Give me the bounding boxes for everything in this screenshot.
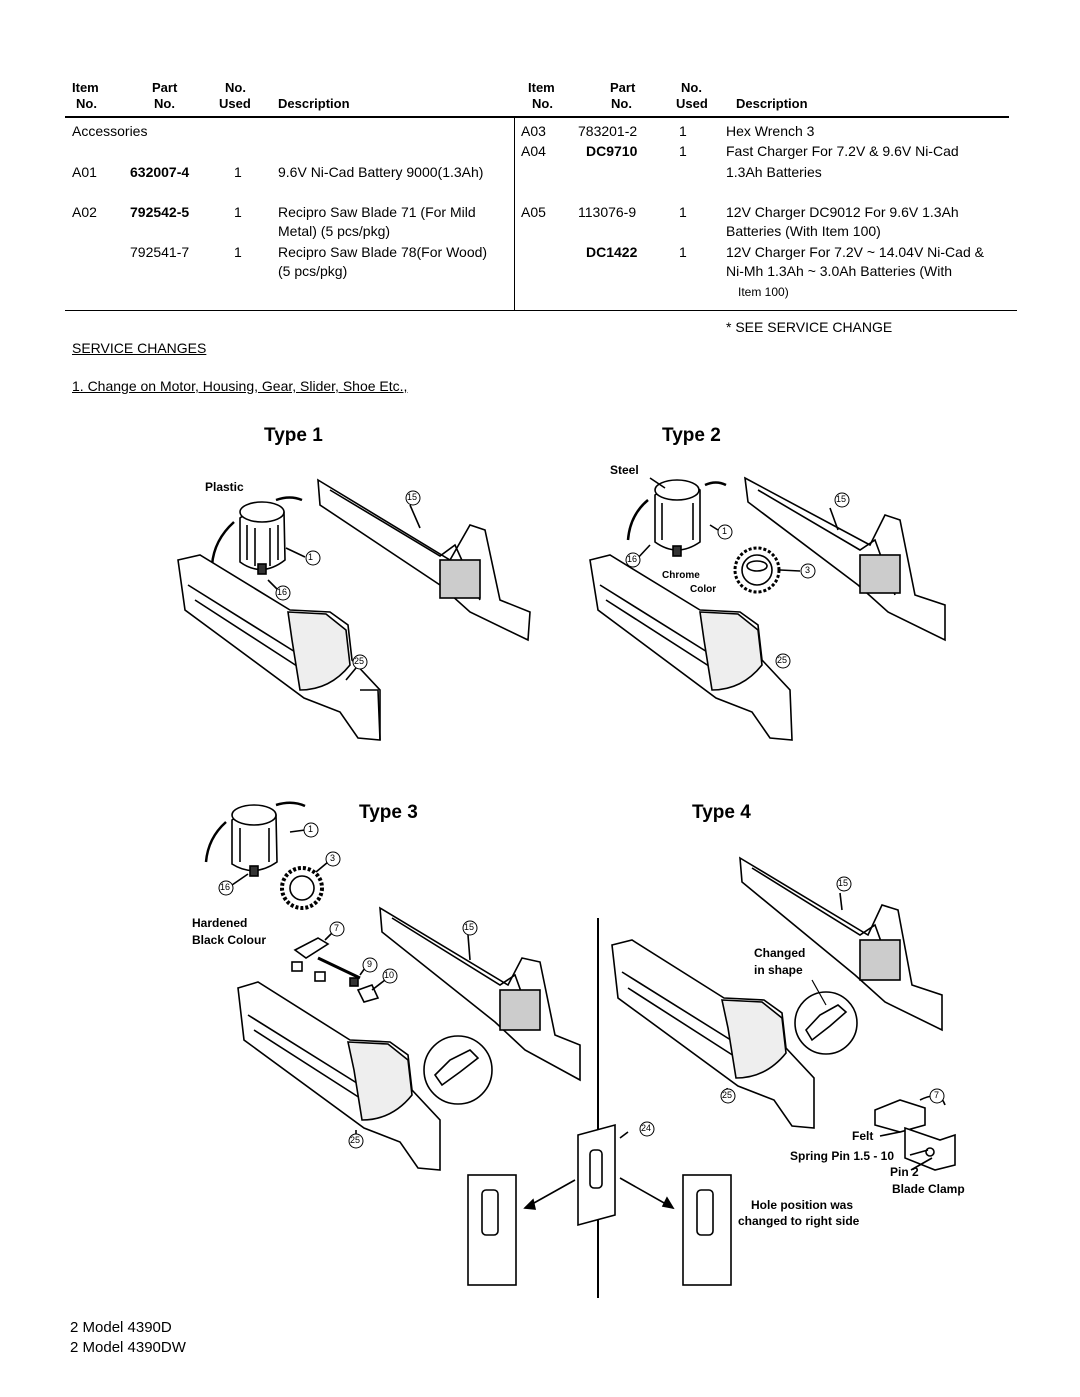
type4-spring-pin-label: Spring Pin 1.5 - 10 xyxy=(790,1149,895,1163)
qty-used: 1 xyxy=(679,143,687,159)
callout-7: 7 xyxy=(934,1090,940,1100)
header-no: No. xyxy=(681,80,702,95)
description: Recipro Saw Blade 78(For Wood) xyxy=(278,244,488,260)
callout-15: 15 xyxy=(407,492,418,502)
item-no: A05 xyxy=(521,204,546,220)
callout-3: 3 xyxy=(805,565,811,575)
header-part: Part xyxy=(152,80,178,95)
header-rule xyxy=(65,116,1009,118)
type4-hole-note-2: changed to right side xyxy=(738,1214,860,1228)
part-no: 783201-2 xyxy=(578,123,638,139)
qty-used: 1 xyxy=(234,244,242,260)
callout-1: 1 xyxy=(308,552,314,562)
description: 12V Charger DC9012 For 9.6V 1.3Ah xyxy=(726,204,959,220)
footer-model-1: 2 Model 4390D xyxy=(70,1319,172,1336)
header-description: Description xyxy=(736,96,808,111)
type2-chrome-label: Chrome xyxy=(662,570,700,581)
description: Item 100) xyxy=(738,285,789,299)
description: Metal) (5 pcs/pkg) xyxy=(278,223,391,239)
type2-steel-label: Steel xyxy=(610,463,639,477)
type4-hole-note-1: Hole position was xyxy=(751,1198,854,1212)
callout-10: 10 xyxy=(384,970,395,980)
description: 1.3Ah Batteries xyxy=(726,164,822,180)
description: 12V Charger For 7.2V ~ 14.04V Ni-Cad & xyxy=(726,244,984,260)
callout-25: 25 xyxy=(777,655,788,665)
description: Batteries (With Item 100) xyxy=(726,223,881,239)
item-no: A03 xyxy=(521,123,546,139)
column-divider xyxy=(514,118,515,311)
qty-used: 1 xyxy=(679,123,687,139)
description: Ni-Mh 1.3Ah ~ 3.0Ah Batteries (With xyxy=(726,263,953,279)
header-item-no: No. xyxy=(76,96,97,111)
type3-title: Type 3 xyxy=(359,802,418,823)
callout-16: 16 xyxy=(277,587,288,597)
header-used: Used xyxy=(676,96,708,111)
type4-blade-clamp-label: Blade Clamp xyxy=(892,1182,965,1196)
type3-black-colour-label: Black Colour xyxy=(192,933,267,947)
description: 9.6V Ni-Cad Battery 9000(1.3Ah) xyxy=(278,164,484,180)
description: Fast Charger For 7.2V & 9.6V Ni-Cad xyxy=(726,143,959,159)
type1-plastic-label: Plastic xyxy=(205,480,244,494)
type4-felt-label: Felt xyxy=(852,1129,874,1143)
type2-color-label: Color xyxy=(690,584,717,595)
type4-in-shape-label: in shape xyxy=(754,963,803,977)
item-no: A04 xyxy=(521,143,546,159)
type4-changed-label: Changed xyxy=(754,946,806,960)
type-divider xyxy=(597,918,599,1298)
header-part-no: No. xyxy=(154,96,175,111)
header-item-no: No. xyxy=(532,96,553,111)
part-no: 113076-9 xyxy=(578,204,637,220)
header-used: Used xyxy=(219,96,251,111)
callout-9: 9 xyxy=(367,959,373,969)
callout-25: 25 xyxy=(350,1135,361,1145)
description: Hex Wrench 3 xyxy=(726,123,815,139)
table-bottom-rule xyxy=(65,310,1017,311)
header-item: Item xyxy=(528,80,555,95)
part-no: 792542-5 xyxy=(130,204,190,220)
header-description: Description xyxy=(278,96,350,111)
qty-used: 1 xyxy=(679,244,687,260)
callout-1: 1 xyxy=(308,824,314,834)
header-part: Part xyxy=(610,80,636,95)
callout-16: 16 xyxy=(220,882,231,892)
callout-15: 15 xyxy=(464,922,475,932)
type2-title: Type 2 xyxy=(662,425,721,446)
part-no: DC9710 xyxy=(586,143,638,159)
section-accessories: Accessories xyxy=(72,123,148,139)
type3-hardened-label: Hardened xyxy=(192,916,248,930)
item-no: A01 xyxy=(72,164,97,180)
header-no: No. xyxy=(225,80,246,95)
part-no: 632007-4 xyxy=(130,164,190,180)
type4-pin2-label: Pin 2 xyxy=(890,1165,919,1179)
service-changes-heading: SERVICE CHANGES xyxy=(72,340,207,356)
callout-25: 25 xyxy=(722,1090,733,1100)
footer-model-2: 2 Model 4390DW xyxy=(70,1339,186,1356)
callout-24: 24 xyxy=(641,1123,652,1133)
qty-used: 1 xyxy=(234,204,242,220)
header-item: Item xyxy=(72,80,99,95)
part-no: DC1422 xyxy=(586,244,638,260)
service-change-item-1: 1. Change on Motor, Housing, Gear, Slide… xyxy=(72,378,408,394)
callout-15: 15 xyxy=(836,494,847,504)
part-no: 792541-7 xyxy=(130,244,190,260)
description: Recipro Saw Blade 71 (For Mild xyxy=(278,204,476,220)
callout-7: 7 xyxy=(334,923,340,933)
callout-16: 16 xyxy=(627,554,638,564)
see-service-change-note: * SEE SERVICE CHANGE xyxy=(726,319,893,335)
item-no: A02 xyxy=(72,204,97,220)
qty-used: 1 xyxy=(679,204,687,220)
type1-title: Type 1 xyxy=(264,425,323,446)
callout-25: 25 xyxy=(354,656,365,666)
callout-15: 15 xyxy=(838,878,849,888)
header-part-no: No. xyxy=(611,96,632,111)
description: (5 pcs/pkg) xyxy=(278,263,348,279)
type4-title: Type 4 xyxy=(692,802,751,823)
qty-used: 1 xyxy=(234,164,242,180)
callout-1: 1 xyxy=(722,526,728,536)
callout-3: 3 xyxy=(330,853,336,863)
